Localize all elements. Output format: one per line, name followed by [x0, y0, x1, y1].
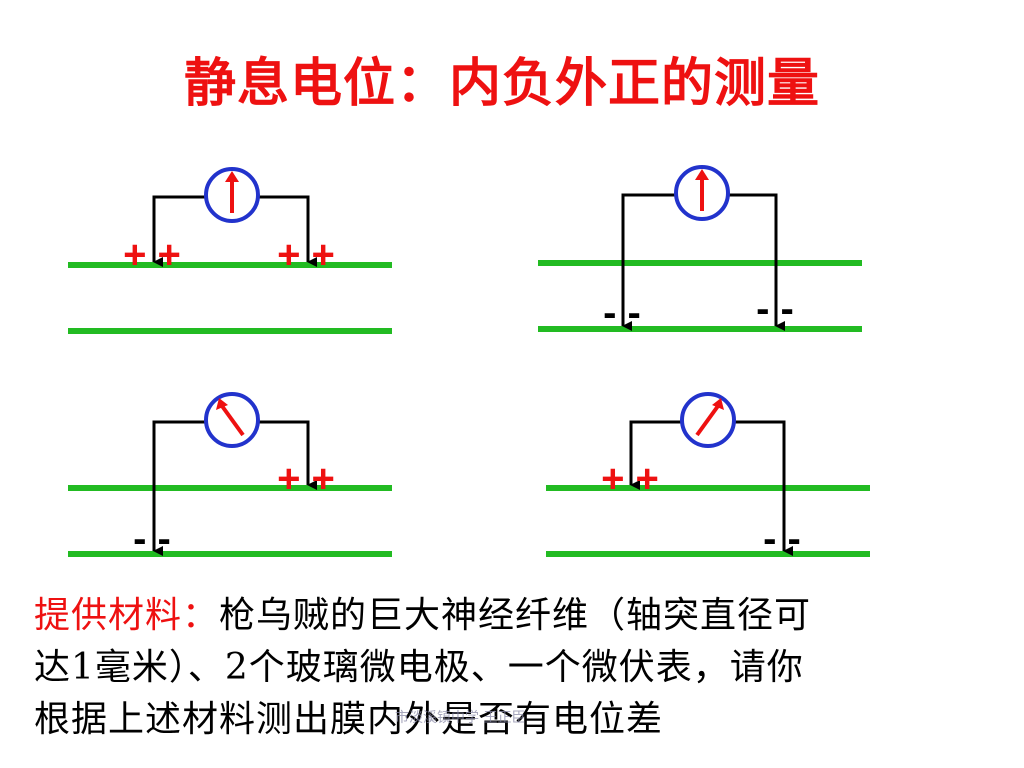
wire-right	[258, 195, 317, 267]
materials-line-1-text: 枪乌贼的巨大神经纤维（轴突直径可	[219, 595, 812, 636]
slide-title: 静息电位：内负外正的测量	[183, 54, 820, 114]
materials-text: 提供材料：枪乌贼的巨大神经纤维（轴突直径可 达1毫米）、2个玻璃微电极、一个微伏…	[34, 590, 1009, 746]
panel-bottom-right: + + - -	[546, 392, 870, 561]
wire-right	[734, 420, 793, 556]
panel-bottom-left: - - + +	[68, 392, 392, 561]
charge-label-right: + +	[277, 233, 335, 277]
materials-line-1: 提供材料：枪乌贼的巨大神经纤维（轴突直径可	[34, 590, 1009, 642]
charge-label-left: + +	[123, 233, 181, 277]
wire-right	[728, 193, 785, 331]
galvanometer-icon	[204, 167, 260, 223]
wire-left	[152, 420, 206, 556]
wire-left	[152, 195, 206, 267]
charge-label-left: + +	[601, 457, 659, 501]
wire-left	[621, 193, 676, 331]
galvanometer-icon	[674, 165, 730, 221]
materials-line-2: 达1毫米）、2个玻璃微电极、一个微伏表，请你	[34, 647, 804, 688]
needle	[695, 404, 720, 437]
wire-left	[629, 420, 682, 490]
galvanometer-icon	[204, 392, 260, 448]
membrane-diagrams: + + + + - - - - - - + +	[68, 165, 870, 561]
charge-label-right: - -	[756, 287, 794, 331]
charge-label-right: - -	[763, 517, 801, 561]
panel-top-right: - - - -	[538, 165, 862, 335]
galvanometer-icon	[680, 392, 736, 448]
charge-label-right: + +	[277, 457, 335, 501]
watermark: 市淡溪镇中学 王正臣	[395, 710, 526, 726]
needle	[220, 404, 245, 437]
charge-label-left: - -	[603, 291, 641, 335]
charge-label-left: - -	[133, 517, 171, 561]
panel-top-left: + + + +	[68, 167, 392, 334]
wire-right	[258, 420, 317, 490]
materials-line-3: 根据上述材料测出膜内外是否有电位差	[34, 699, 664, 740]
materials-label: 提供材料：	[34, 595, 220, 636]
